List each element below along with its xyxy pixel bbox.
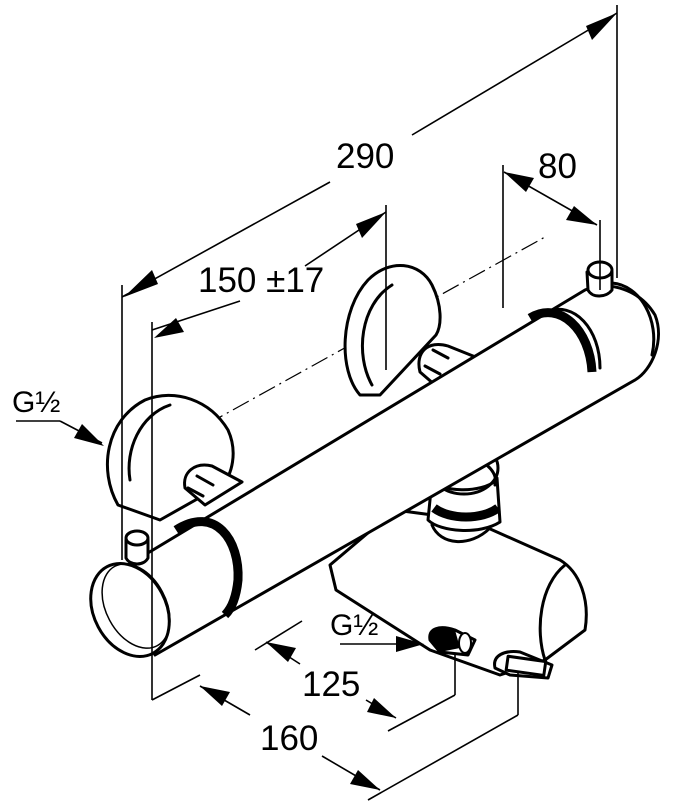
- arrow-head: [200, 686, 230, 706]
- arrow-head: [74, 424, 104, 446]
- dimension-290-label: 290: [336, 137, 394, 176]
- arrow-head: [154, 318, 184, 338]
- arrow-head: [356, 212, 386, 238]
- arrow-head: [367, 698, 396, 718]
- dimension-150: 150 ±17: [151, 211, 387, 338]
- arrow-head: [396, 636, 424, 652]
- dimension-160: 160: [199, 685, 381, 791]
- thermostat-body: [89, 220, 660, 658]
- dimension-150-label: 150 ±17: [198, 261, 324, 300]
- arrow-head: [566, 206, 597, 225]
- right-handle-ring: [527, 308, 597, 373]
- arrow-head: [124, 270, 158, 297]
- dimension-125: 125: [265, 641, 397, 719]
- arrow-head: [350, 770, 380, 790]
- dimension-290: 290: [121, 12, 618, 298]
- arrow-head: [504, 172, 534, 192]
- top-pin: [585, 220, 614, 298]
- centerline: [127, 236, 546, 469]
- left-escutcheon: [105, 393, 244, 522]
- left-handle-ring: [173, 517, 243, 619]
- left-inlet-nut: [183, 463, 244, 507]
- dimension-160-label: 160: [260, 719, 318, 758]
- dimension-125-label: 125: [302, 665, 360, 704]
- bath-spout: [328, 508, 588, 680]
- thread-inlet-label: G½: [12, 386, 60, 419]
- temperature-handle-end: [89, 562, 171, 658]
- arrow-head: [266, 642, 296, 662]
- thread-outlet-label: G½: [330, 609, 378, 642]
- extension-lines: [121, 5, 618, 801]
- dimension-80: 80: [503, 147, 598, 226]
- dimension-80-label: 80: [538, 147, 577, 186]
- arrow-head: [586, 13, 617, 40]
- thread-outlet-callout: G½: [330, 609, 424, 652]
- thread-inlet-callout: G½: [12, 386, 104, 446]
- left-pin: [124, 529, 150, 566]
